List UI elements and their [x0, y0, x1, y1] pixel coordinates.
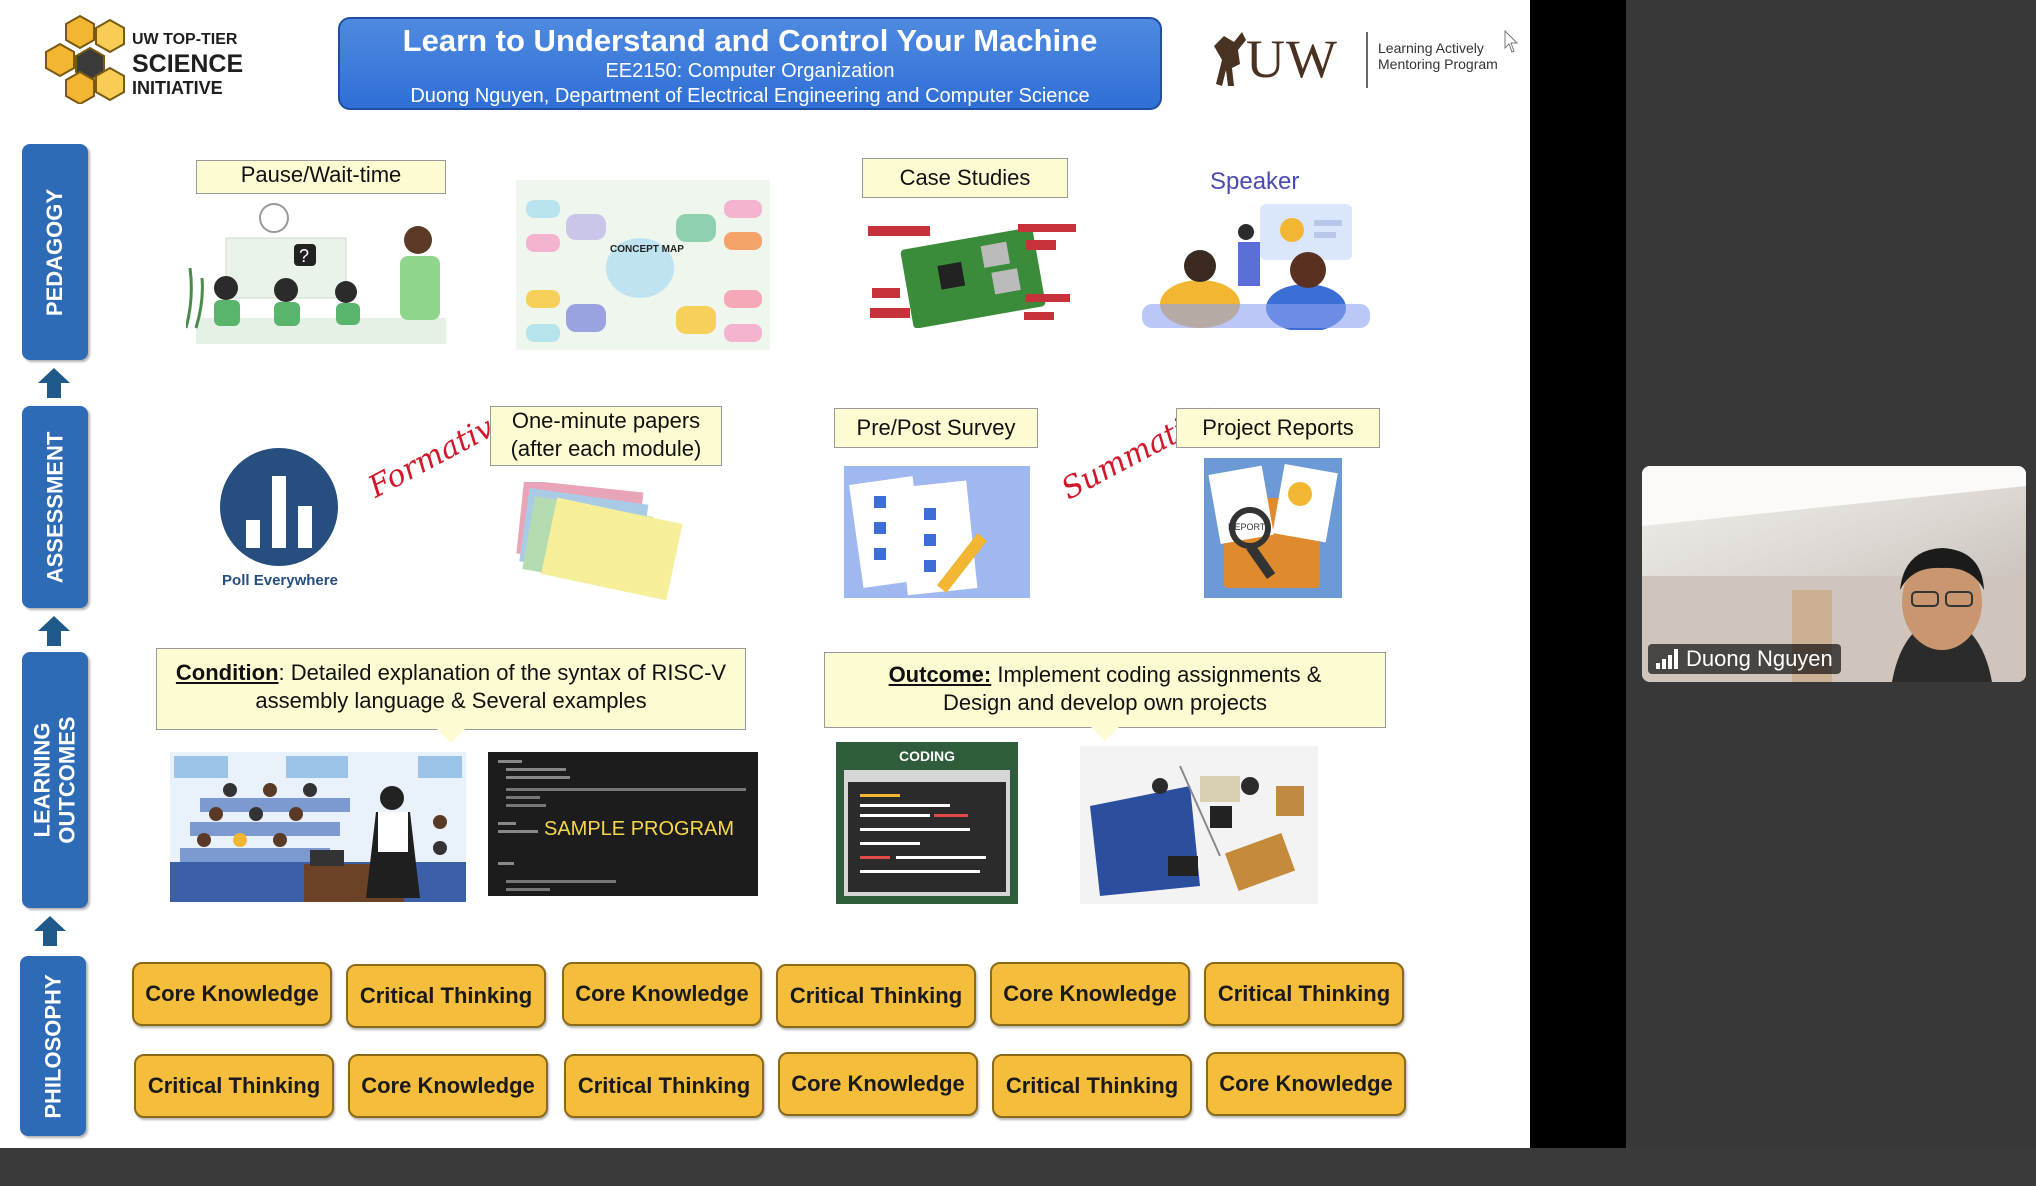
outcome-text-1: Implement coding assignments & — [991, 662, 1322, 687]
condition-text-1: : Detailed explanation of the syntax of … — [278, 660, 727, 685]
uw-lamp-logo: UW Learning Actively Mentoring Program — [1208, 20, 1518, 100]
index-cards-illustration — [516, 482, 683, 601]
poll-everywhere-logo — [220, 448, 338, 566]
core-knowledge-pill: Core Knowledge — [132, 962, 332, 1026]
pre-post-survey-label: Pre/Post Survey — [856, 415, 1016, 440]
reports-folder-illustration: REPORTS — [1204, 458, 1342, 598]
logo-line-2: SCIENCE — [132, 50, 244, 78]
concept-map-illustration: CONCEPT MAP — [516, 180, 770, 350]
critical-thinking-pill: Critical Thinking — [134, 1054, 334, 1118]
callout-pointer — [1091, 727, 1119, 741]
outcome-callout: Outcome: Implement coding assignments & … — [824, 652, 1386, 741]
section-pedagogy: PEDAGOGY — [22, 144, 88, 360]
core-knowledge-pill: Core Knowledge — [562, 962, 762, 1026]
speaker-label: Speaker — [1210, 168, 1300, 195]
participant-name: Duong Nguyen — [1686, 646, 1833, 671]
assessment-label: ASSESSMENT — [42, 431, 68, 583]
critical-thinking-pill: Critical Thinking — [776, 964, 976, 1028]
pause-label: Pause/Wait-time — [240, 162, 402, 187]
condition-heading: Condition — [175, 660, 279, 685]
lamp-program-name: Learning Actively Mentoring Program — [1378, 40, 1498, 72]
philosophy-row-1: Core Knowledge Critical Thinking Core Kn… — [132, 962, 1412, 1028]
lamp-line-2: Mentoring Program — [1378, 56, 1498, 72]
logo-line-1: UW TOP-TIER — [132, 31, 238, 48]
code-lines-graphic — [498, 760, 746, 891]
critical-thinking-pill: Critical Thinking — [346, 964, 546, 1028]
uw-wordmark: UW — [1246, 29, 1338, 89]
critical-thinking-pill: Critical Thinking — [1204, 962, 1404, 1026]
logo-line-3: INITIATIVE — [132, 78, 223, 98]
case-studies-callout: Case Studies — [862, 158, 1068, 198]
section-philosophy: PHILOSOPHY — [20, 956, 86, 1136]
up-arrow-icon — [38, 368, 70, 398]
concept-map-label: CONCEPT MAP — [610, 244, 684, 255]
raspberry-pi-board-illustration — [868, 224, 1076, 328]
up-arrow-icon — [38, 616, 70, 646]
condition-line-1: Condition: Detailed explanation of the s… — [157, 659, 745, 687]
reports-tag: REPORTS — [1228, 522, 1271, 532]
pre-post-survey-callout: Pre/Post Survey — [834, 408, 1038, 448]
outcome-text-2: Design and develop own projects — [942, 690, 1268, 715]
condition-text-2: assembly language & Several examples — [255, 688, 647, 713]
lamp-line-1: Learning Actively — [1378, 40, 1484, 56]
callout-pointer — [437, 729, 465, 743]
participant-name-tag: Duong Nguyen — [1648, 644, 1841, 674]
coding-label: CODING — [899, 748, 955, 764]
survey-checklist-illustration — [844, 466, 1030, 598]
lecture-hall-illustration — [170, 752, 466, 902]
speaker-presentation-illustration — [1142, 204, 1370, 330]
core-knowledge-pill: Core Knowledge — [778, 1052, 978, 1116]
poll-everywhere-label: Poll Everywhere — [222, 572, 338, 589]
logo-text: UW TOP-TIER SCIENCE INITIATIVE — [132, 28, 243, 100]
logo-divider — [1366, 32, 1368, 88]
condition-callout: Condition: Detailed explanation of the s… — [156, 648, 746, 743]
core-knowledge-pill: Core Knowledge — [1206, 1052, 1406, 1116]
code-editor-icon — [844, 770, 1010, 896]
minute-papers-line-1: One-minute papers — [511, 408, 701, 433]
outcome-heading: Outcome: — [888, 662, 992, 687]
outcome-line-1: Outcome: Implement coding assignments & — [825, 661, 1385, 689]
core-knowledge-pill: Core Knowledge — [990, 962, 1190, 1026]
project-reports-label: Project Reports — [1202, 415, 1354, 440]
minute-papers-callout: One-minute papers (after each module) — [490, 406, 722, 466]
critical-thinking-pill: Critical Thinking — [992, 1054, 1192, 1118]
philosophy-row-2: Critical Thinking Core Knowledge Critica… — [134, 1052, 1416, 1120]
mouse-cursor-icon — [1504, 30, 1518, 53]
pause-callout: Pause/Wait-time — [196, 160, 446, 194]
bucking-horse-icon — [1214, 32, 1246, 86]
svg-text:?: ? — [299, 246, 309, 266]
course-name: EE2150: Computer Organization — [605, 60, 895, 82]
philosophy-label: PHILOSOPHY — [40, 973, 66, 1119]
honeycomb-icon — [45, 14, 125, 106]
bottom-bar — [0, 1148, 2036, 1186]
sample-program-code-image: SAMPLE PROGRAM — [488, 752, 758, 896]
case-studies-label: Case Studies — [899, 165, 1031, 190]
up-arrow-icon — [34, 916, 66, 946]
sample-program-label: SAMPLE PROGRAM — [544, 818, 735, 840]
audio-signal-icon — [1656, 649, 1678, 669]
screen-share-margin — [1530, 0, 1626, 1148]
core-knowledge-pill: Core Knowledge — [348, 1054, 548, 1118]
classroom-discussion-illustration: ? — [186, 203, 446, 344]
project-reports-callout: Project Reports — [1176, 408, 1380, 448]
electronic-components-illustration — [1080, 746, 1318, 904]
uw-top-tier-logo: UW TOP-TIER SCIENCE INITIATIVE — [36, 14, 243, 106]
slide-title-box: Learn to Understand and Control Your Mac… — [338, 17, 1162, 110]
pedagogy-label: PEDAGOGY — [42, 188, 68, 316]
participant-video-tile[interactable]: Duong Nguyen — [1642, 466, 2026, 682]
learning-outcomes-line-1: LEARNING — [30, 722, 55, 838]
bar-chart-icon — [246, 476, 312, 548]
author-line: Duong Nguyen, Department of Electrical E… — [410, 85, 1090, 107]
minute-papers-line-2: (after each module) — [510, 436, 702, 461]
slide-title: Learn to Understand and Control Your Mac… — [402, 23, 1098, 58]
learning-outcomes-line-2: OUTCOMES — [55, 716, 80, 844]
section-assessment: ASSESSMENT — [22, 406, 88, 608]
coding-illustration: CODING — [836, 742, 1018, 904]
critical-thinking-pill: Critical Thinking — [564, 1054, 764, 1118]
presentation-slide: UW TOP-TIER SCIENCE INITIATIVE Learn to … — [0, 0, 1530, 1148]
